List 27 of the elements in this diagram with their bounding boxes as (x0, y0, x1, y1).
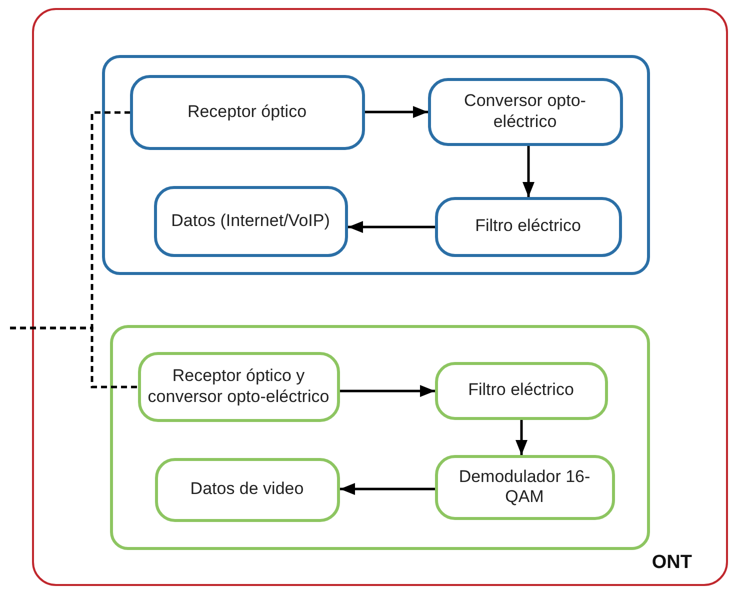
process-box (130, 74, 364, 150)
process-box (154, 186, 348, 256)
arrow (516, 420, 528, 455)
box-label: Datos de video (189, 479, 305, 500)
device-label: ONT (652, 552, 692, 574)
arrow (340, 483, 435, 495)
process-box (434, 196, 622, 256)
box-label: Receptor óptico (186, 102, 308, 122)
group-panel (110, 324, 650, 550)
group-panel (102, 54, 650, 274)
arrow (348, 221, 435, 233)
process-box (434, 362, 608, 420)
arrow (340, 385, 435, 397)
process-box (138, 352, 340, 422)
box-label: Conversor opto-eléctrico (463, 91, 587, 132)
process-box (154, 458, 340, 522)
box-label: Filtro eléctrico (467, 380, 575, 401)
process-box (428, 78, 622, 146)
dashed-connector (10, 326, 138, 388)
process-box (434, 454, 614, 520)
arrow (365, 106, 428, 118)
device-frame (32, 8, 728, 586)
arrow (522, 146, 534, 197)
box-label: Filtro eléctrico (474, 216, 582, 237)
box-label: Receptor óptico y conversor opto-eléctrico (146, 366, 330, 407)
box-label: Datos (Internet/VoIP) (170, 210, 331, 232)
box-label: Demodulador 16-QAM (458, 466, 592, 508)
